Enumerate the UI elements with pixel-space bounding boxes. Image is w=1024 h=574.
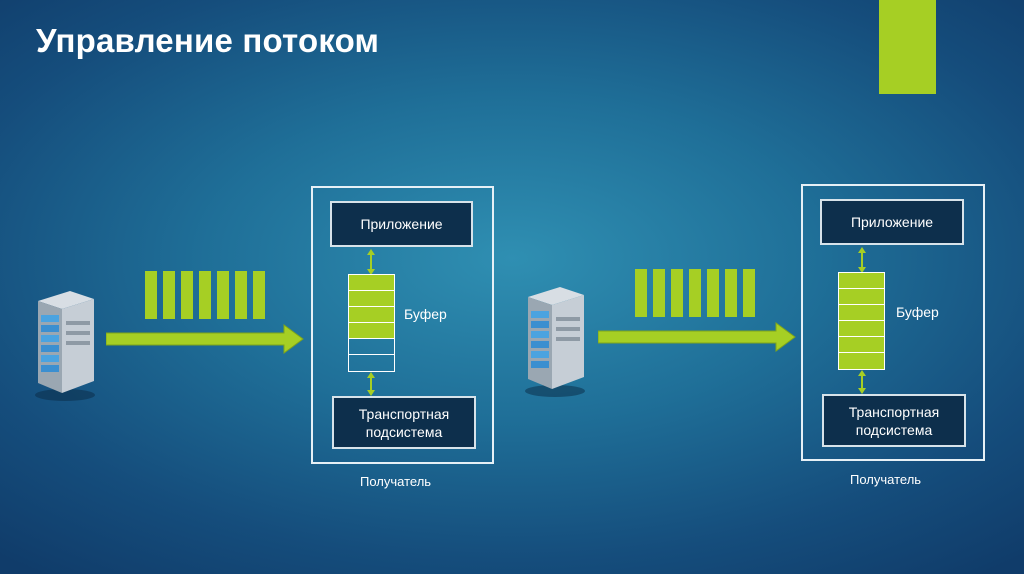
buffer-label: Буфер bbox=[404, 306, 447, 322]
buffer-label: Буфер bbox=[896, 304, 939, 320]
application-box: Приложение bbox=[330, 201, 473, 247]
buffer-slot-filled bbox=[839, 337, 884, 353]
packet bbox=[163, 271, 175, 319]
application-box: Приложение bbox=[820, 199, 964, 245]
packet bbox=[181, 271, 193, 319]
arrow-right-icon bbox=[598, 322, 796, 352]
double-arrow-vertical-icon bbox=[367, 372, 375, 396]
receiver-frame bbox=[801, 184, 985, 461]
buffer-slot-filled bbox=[839, 305, 884, 321]
packet bbox=[743, 269, 755, 317]
receiver-label: Получатель bbox=[360, 474, 432, 489]
packet bbox=[199, 271, 211, 319]
buffer-slot-filled bbox=[349, 307, 394, 323]
packet bbox=[235, 271, 247, 319]
packet bbox=[253, 271, 265, 319]
transport-box: Транспортная подсистема bbox=[822, 394, 966, 447]
packet bbox=[145, 271, 157, 319]
slide-title: Управление потоком bbox=[36, 22, 380, 59]
buffer-slot-empty bbox=[349, 355, 394, 371]
buffer-slot-filled bbox=[839, 289, 884, 305]
double-arrow-vertical-icon bbox=[858, 247, 866, 273]
packet bbox=[725, 269, 737, 317]
buffer-slot-empty bbox=[349, 339, 394, 355]
buffer-slot-filled bbox=[349, 323, 394, 339]
transport-box: Транспортная подсистема bbox=[332, 396, 476, 449]
arrow-right-icon bbox=[106, 324, 304, 354]
packet-group bbox=[145, 271, 265, 319]
buffer-slot-filled bbox=[839, 353, 884, 369]
packet bbox=[707, 269, 719, 317]
packet bbox=[653, 269, 665, 317]
receiver-frame bbox=[311, 186, 494, 464]
double-arrow-vertical-icon bbox=[858, 370, 866, 394]
packet bbox=[217, 271, 229, 319]
server-icon bbox=[525, 287, 585, 397]
receiver-label: Получатель bbox=[850, 472, 922, 487]
server-icon bbox=[35, 291, 95, 401]
packet-group bbox=[635, 269, 755, 317]
buffer-slot-filled bbox=[349, 291, 394, 307]
buffer-slot-filled bbox=[349, 275, 394, 291]
accent-bar bbox=[879, 0, 936, 94]
buffer-slot-filled bbox=[839, 321, 884, 337]
buffer-stack bbox=[838, 272, 885, 370]
packet bbox=[635, 269, 647, 317]
buffer-slot-filled bbox=[839, 273, 884, 289]
buffer-stack bbox=[348, 274, 395, 372]
packet bbox=[671, 269, 683, 317]
double-arrow-vertical-icon bbox=[367, 249, 375, 275]
packet bbox=[689, 269, 701, 317]
